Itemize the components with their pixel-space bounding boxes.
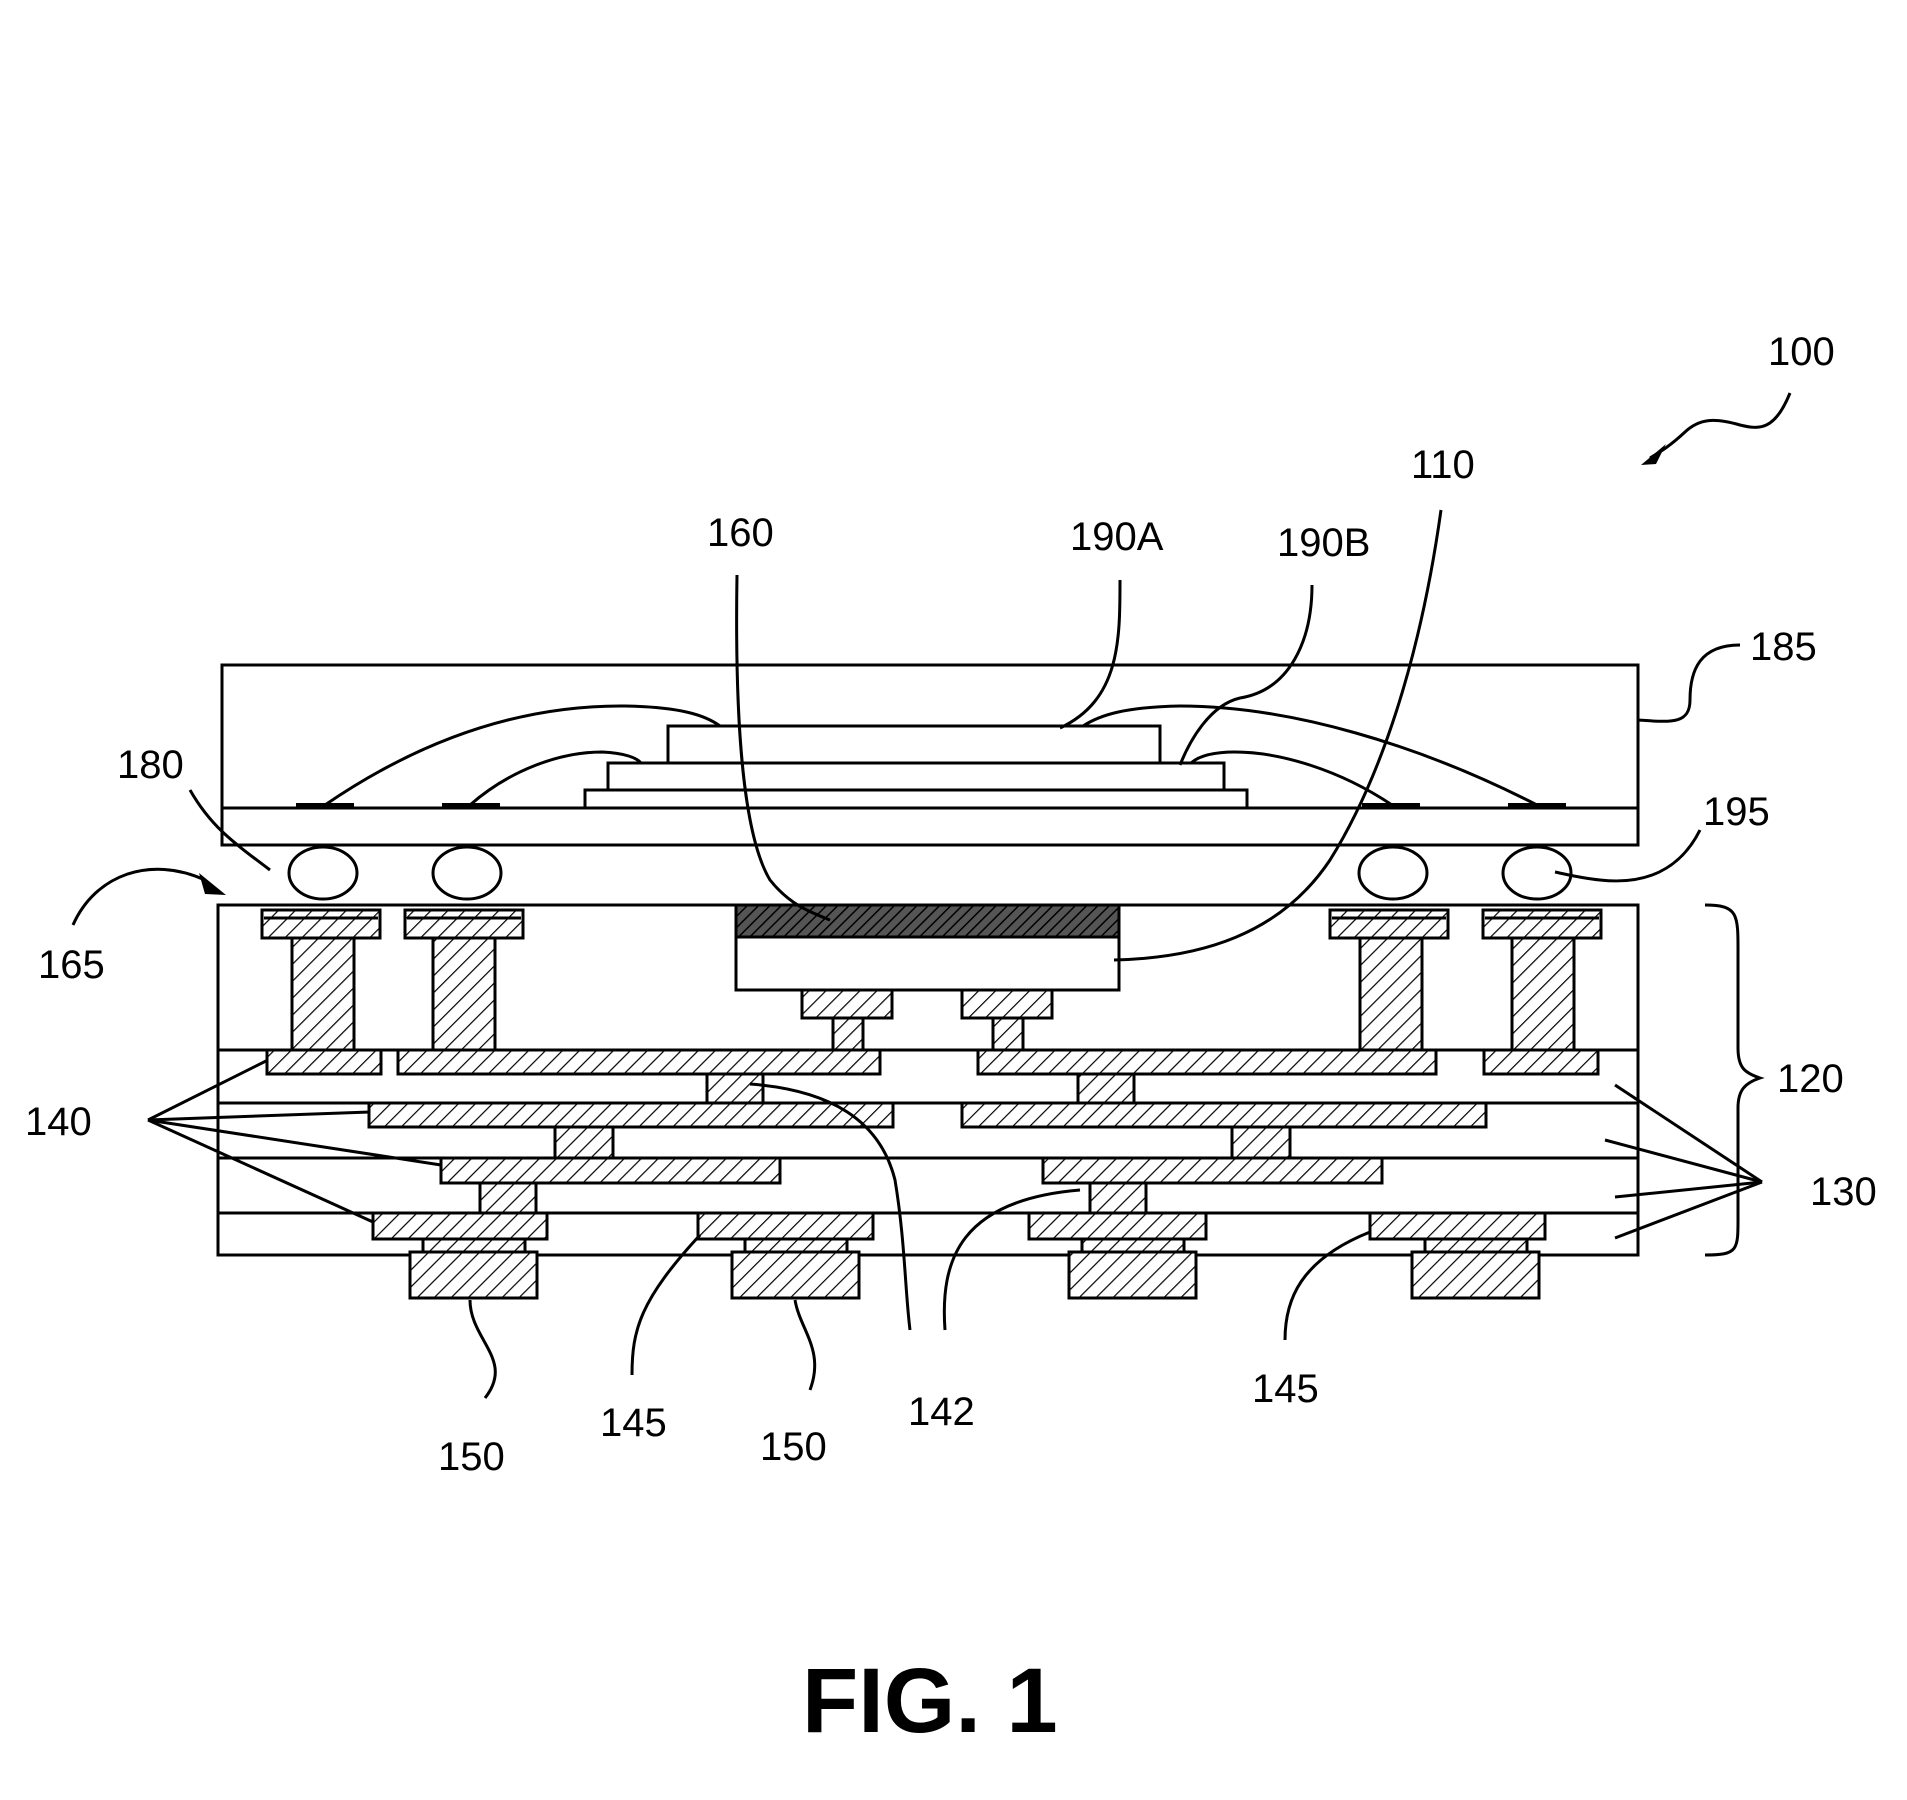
top-pad <box>405 910 523 938</box>
label-120: 120 <box>1777 1057 1844 1101</box>
label-145-right: 145 <box>1252 1367 1319 1411</box>
via-142 <box>1090 1183 1146 1213</box>
label-160: 160 <box>707 511 774 555</box>
bottom-pad-145 <box>373 1213 547 1239</box>
via-142 <box>1232 1127 1290 1158</box>
through-pillar <box>292 938 354 1050</box>
die-bump <box>962 990 1052 1018</box>
lower-package <box>218 905 1638 1298</box>
wiring-line <box>962 1103 1486 1127</box>
figure-caption: FIG. 1 <box>802 1650 1058 1752</box>
label-185: 185 <box>1750 625 1817 669</box>
layer-160 <box>736 905 1119 937</box>
through-pillar <box>433 938 495 1050</box>
die-bump <box>833 1018 863 1050</box>
semiconductor-die-110 <box>736 937 1119 990</box>
wiring-line <box>1043 1158 1382 1183</box>
label-150-left: 150 <box>438 1435 505 1479</box>
label-145-left: 145 <box>600 1401 667 1445</box>
label-190b: 190B <box>1277 521 1370 565</box>
top-pad <box>1330 910 1448 938</box>
connector-150 <box>1412 1252 1539 1298</box>
solder-ball <box>433 847 501 899</box>
dielectric-layer <box>218 1158 1638 1213</box>
upper-package <box>222 665 1638 845</box>
connector-150 <box>410 1252 537 1298</box>
stacked-die-bottom <box>585 790 1247 808</box>
stacked-die-190b <box>608 763 1224 790</box>
connector-150 <box>1069 1252 1196 1298</box>
label-150-right: 150 <box>760 1425 827 1469</box>
bottom-pad-145 <box>698 1213 873 1239</box>
bottom-pad-145 <box>1029 1213 1206 1239</box>
die-bump <box>802 990 892 1018</box>
label-190a: 190A <box>1070 515 1164 559</box>
solder-balls <box>289 847 1571 899</box>
top-pad <box>262 910 380 938</box>
via-142 <box>1078 1074 1134 1103</box>
die-bump <box>993 1018 1023 1050</box>
solder-ball <box>289 847 357 899</box>
wiring-line <box>441 1158 780 1183</box>
wiring-line <box>398 1050 880 1074</box>
via-142 <box>480 1183 536 1213</box>
label-165: 165 <box>38 943 105 987</box>
solder-ball <box>1359 847 1427 899</box>
label-180: 180 <box>117 743 184 787</box>
connector-150 <box>1082 1239 1184 1252</box>
through-pillar <box>1512 938 1574 1050</box>
via-142 <box>707 1074 763 1103</box>
connector-150 <box>732 1252 859 1298</box>
upper-package-substrate <box>222 808 1638 845</box>
label-142: 142 <box>908 1390 975 1434</box>
connector-150 <box>423 1239 525 1252</box>
wiring-line <box>978 1050 1436 1074</box>
label-110: 110 <box>1411 443 1475 487</box>
label-100: 100 <box>1768 330 1835 374</box>
connector-150 <box>745 1239 847 1252</box>
wiring-line <box>1484 1050 1598 1074</box>
wiring-line <box>267 1050 381 1074</box>
via-142 <box>555 1127 613 1158</box>
through-pillar <box>1360 938 1422 1050</box>
top-pad <box>1483 910 1601 938</box>
label-140: 140 <box>25 1100 92 1144</box>
wiring-line <box>369 1103 893 1127</box>
label-195: 195 <box>1703 790 1770 834</box>
connector-150 <box>1425 1239 1527 1252</box>
label-130: 130 <box>1810 1170 1877 1214</box>
bottom-pad-145 <box>1370 1213 1545 1239</box>
